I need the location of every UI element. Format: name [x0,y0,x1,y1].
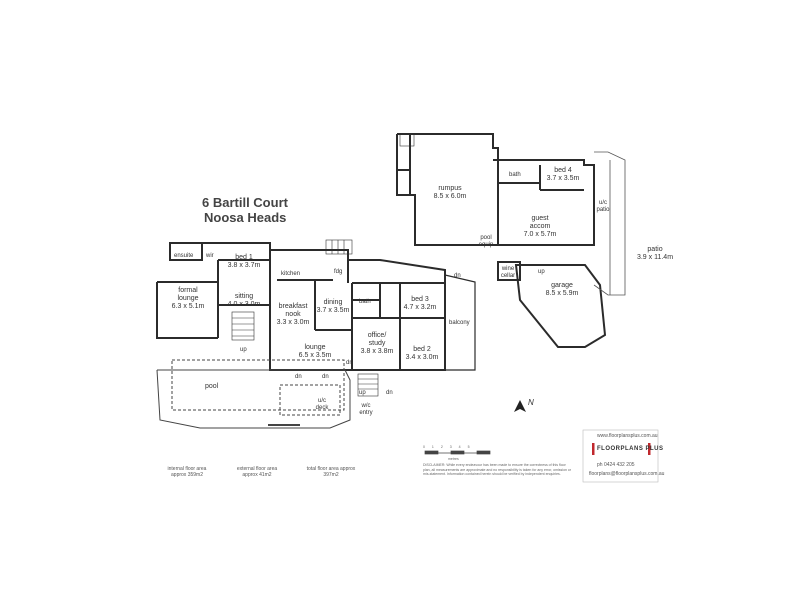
room-label: office/ study [367,332,387,347]
room-dimensions: 3.7 x 3.5m [546,175,580,182]
room-label: bed 1 [235,254,253,261]
room-label: garage [551,282,573,289]
room-label: formal lounge [177,287,199,302]
room-dining: dining 3.7 x 3.5m [313,299,353,315]
label-pool-equip: pool equip [478,235,494,248]
label-up: up [538,269,545,275]
room-label: rumpus [438,185,462,192]
room-sitting: sitting 4.0 x 3.0m [224,293,264,309]
room-dimensions: 6.5 x 3.5m [298,352,332,359]
room-bed3: bed 3 4.7 x 3.2m [400,296,440,312]
property-title: 6 Bartill Court Noosa Heads [202,195,288,225]
room-dimensions: 7.0 x 5.7m [523,231,557,238]
area-total: total floor area approx 397m2 [306,466,356,478]
label-dn: dn [295,374,302,380]
label-ensuite: ensuite [174,253,194,259]
label-deck: u/c deck [315,398,329,411]
scale-bar [424,450,491,455]
room-dimensions: 3.3 x 3.0m [276,319,310,326]
room-label: guest accom [529,215,551,230]
room-bed2: bed 2 3.4 x 3.0m [402,346,442,362]
label-pool: pool [205,383,219,390]
label-dn: dn [346,360,353,366]
label-kitchen: kitchen [281,271,301,277]
scale-unit: metres [448,457,459,461]
label-wine-cellar: wine cellar [500,266,516,279]
logo-frame [582,429,659,483]
label-wc-patio: u/c patio [596,200,610,213]
room-label: dining [323,299,343,306]
room-garage: garage 8.5 x 5.9m [542,282,582,298]
walls-upper [396,133,607,348]
area-external: external floor area approx 41m2 [236,466,278,478]
label-wir: wir [206,253,214,259]
room-bed1: bed 1 3.8 x 3.7m [224,254,264,270]
room-lounge: lounge 6.5 x 3.5m [295,344,335,360]
brand-name: FLOORPLANS PLUS [597,446,664,452]
room-label: bed 3 [411,296,429,303]
scale-ticks: 0 1 2 3 4 5 [423,445,470,449]
brand-phone: ph 0424 432 205 [597,462,635,468]
label-bath: bath [359,299,371,305]
room-label: bed 4 [554,167,572,174]
room-dimensions: 3.9 x 11.4m [636,254,674,261]
label-fridge: fdg [334,269,343,275]
north-arrow [514,400,526,412]
label-dn: dn [386,390,393,396]
room-label: breakfast nook [278,303,308,318]
room-label: sitting [234,293,254,300]
brand-web: www.floorplansplus.com.au [597,433,658,439]
label-dn: dn [322,374,329,380]
label-up: up [240,347,247,353]
room-dimensions: 3.8 x 3.8m [360,348,394,355]
label-dn: dn [454,273,461,279]
label-balcony: balcony [449,320,470,326]
room-dimensions: 3.8 x 3.7m [227,262,261,269]
room-dimensions: 4.7 x 3.2m [403,304,437,311]
room-bed4: bed 4 3.7 x 3.5m [545,167,581,183]
room-breakfast: breakfast nook 3.3 x 3.0m [272,303,314,327]
north-label: N [528,398,534,407]
label-entry: w/c entry [359,403,373,416]
room-dimensions: 8.5 x 5.9m [545,290,579,297]
label-up: up [359,390,366,396]
area-internal: internal floor area approx 359m2 [167,466,207,478]
room-dimensions: 3.7 x 3.5m [316,307,350,314]
brand-logo: www.floorplansplus.com.au FLOORPLANS PLU… [583,430,664,482]
room-dimensions: 6.3 x 5.1m [171,303,205,310]
room-patio: patio 3.9 x 11.4m [630,246,680,262]
patio-outline [593,151,626,296]
room-office: office/ study 3.8 x 3.8m [357,332,397,356]
room-rumpus: rumpus 8.5 x 6.0m [430,185,470,201]
stairs [231,133,415,397]
room-formal-lounge: formal lounge 6.3 x 5.1m [168,287,208,311]
disclaimer: DISCLAIMER: While every endeavour has be… [423,463,572,476]
title-line-2: Noosa Heads [204,210,287,225]
title-line-1: 6 Bartill Court [202,195,288,210]
pool-area [156,359,351,429]
room-label: patio [647,246,663,253]
room-label: lounge [304,344,326,351]
room-guest: guest accom 7.0 x 5.7m [515,215,565,239]
room-dimensions: 3.4 x 3.0m [405,354,439,361]
label-bath-upper: bath [509,172,521,178]
brand-email: floorplans@floorplansplus.com.au [589,471,665,477]
room-dimensions: 4.0 x 3.0m [227,301,261,308]
room-label: bed 2 [413,346,431,353]
room-dimensions: 8.5 x 6.0m [433,193,467,200]
